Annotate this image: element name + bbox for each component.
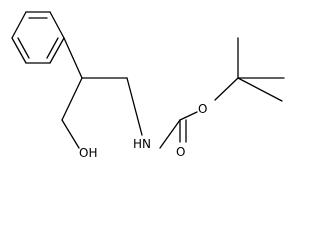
- chemical-structure-diagram: OH HN O O: [11, 11, 285, 160]
- carbonyl-to-ester-o-bond: [179, 111, 198, 121]
- ch-to-ch2oh-bond: [61, 77, 83, 121]
- ring-bond: [49, 37, 65, 64]
- nh-to-carbonyl-bond: [159, 119, 181, 149]
- ring-double-bond: [17, 37, 30, 59]
- backbone-chain: [61, 37, 181, 149]
- hydroxyl-label: OH: [79, 146, 97, 160]
- ch2-to-oh-bond: [61, 119, 80, 149]
- carbonyl-oxygen-label: O: [176, 145, 185, 159]
- ester-o-to-tbu-bond: [214, 77, 239, 101]
- methyl-bond: [237, 77, 283, 102]
- phenyl-ring: [11, 11, 65, 64]
- ester-oxygen-label: O: [198, 102, 207, 116]
- amine-label: HN: [133, 137, 151, 151]
- ring-bond: [11, 11, 27, 39]
- ring-bond: [49, 11, 65, 39]
- ring-to-ch-bond: [63, 37, 83, 79]
- carbamate-group: [179, 77, 239, 143]
- ring-double-bond: [46, 37, 59, 59]
- ring-bond: [11, 37, 27, 64]
- ch2-to-nh-bond: [126, 77, 143, 136]
- tert-butyl-group: [237, 37, 285, 102]
